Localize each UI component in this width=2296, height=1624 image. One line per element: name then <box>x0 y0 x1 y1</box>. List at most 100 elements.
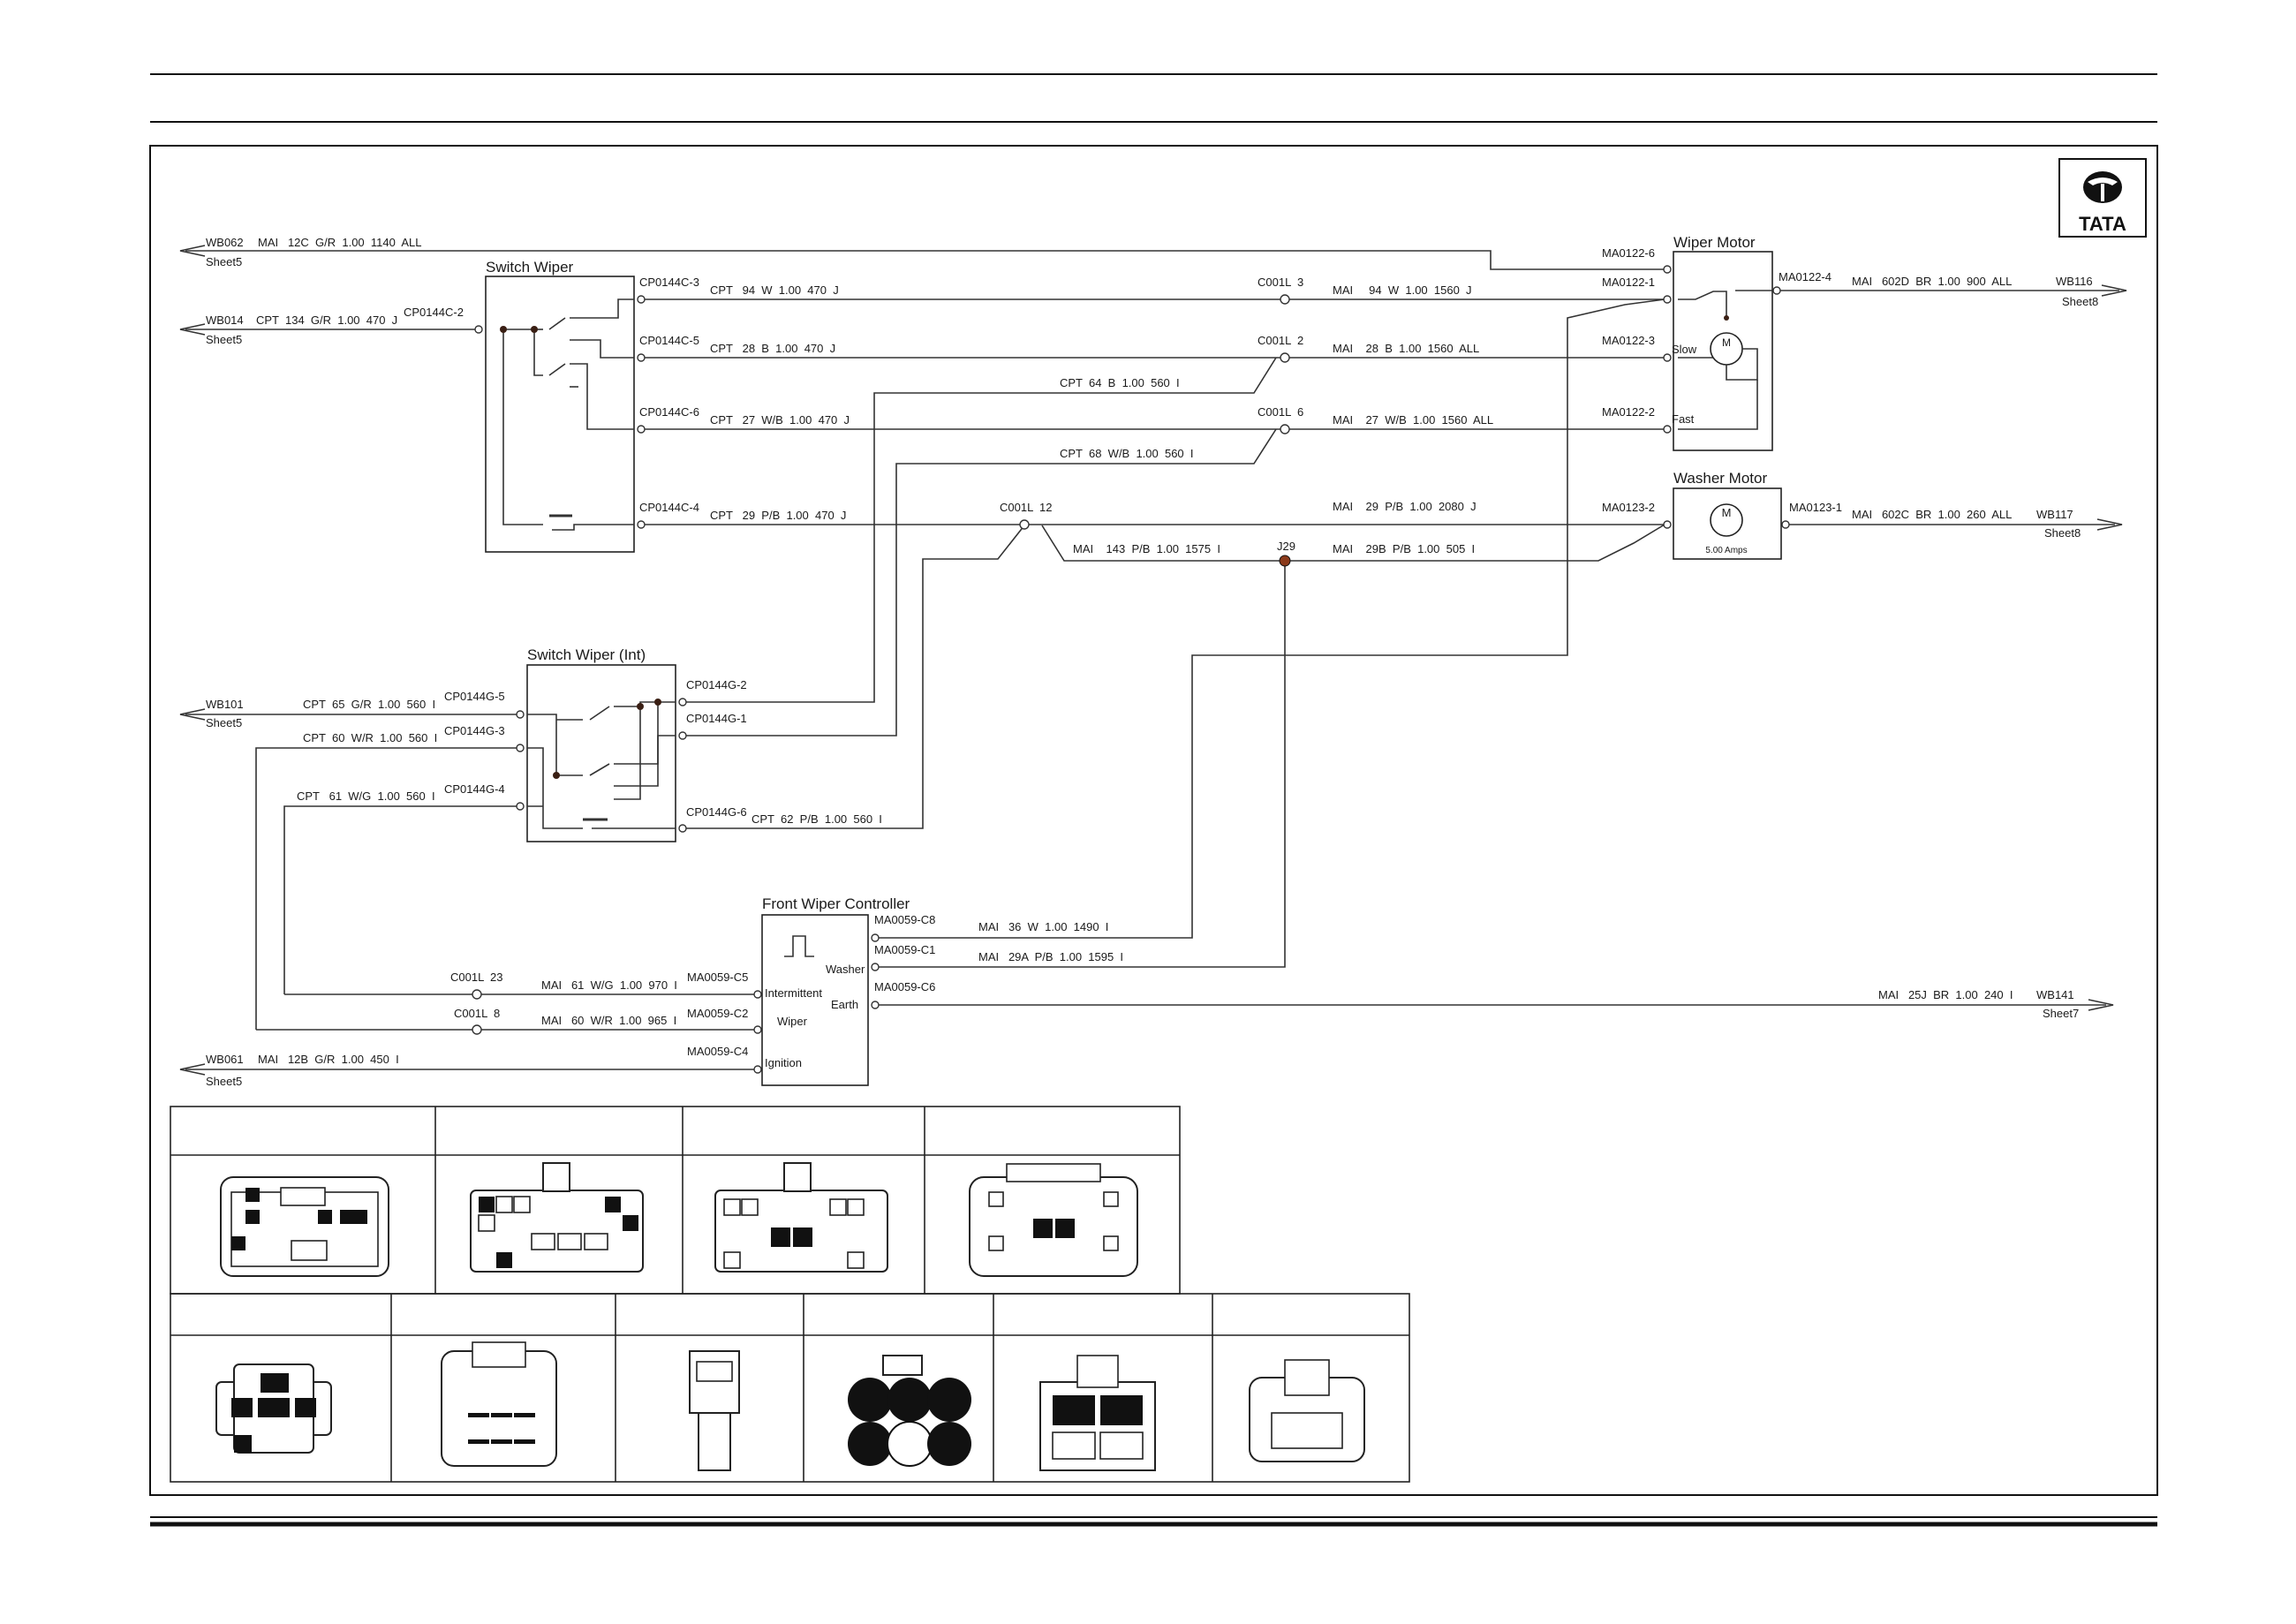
wire-mai61: MAI 61 W/G 1.00 970 I <box>541 978 677 992</box>
wb062-wire: MAI 12C G/R 1.00 1140 ALL <box>258 236 421 249</box>
washer-motor-rating: 5.00 Amps <box>1705 546 1747 555</box>
wire-cpt62: CPT 62 P/B 1.00 560 I <box>751 812 882 826</box>
wiper-motor-internals: M <box>1678 290 1772 430</box>
pin-ma0059-c2: MA0059-C2 <box>687 1007 748 1020</box>
wb116-wire: MAI 602D BR 1.00 900 ALL <box>1852 275 2012 288</box>
j29-splice <box>1279 555 1291 567</box>
controller-washer-label: Washer <box>826 963 865 976</box>
wire-mai143: MAI 143 P/B 1.00 1575 I <box>1073 542 1220 555</box>
pin-cp0144g-4: CP0144G-4 <box>444 782 505 796</box>
pin-cp0144c-3: CP0144C-3 <box>639 276 699 289</box>
drawing-frame <box>149 145 2158 1496</box>
wb141-wire: MAI 25J BR 1.00 240 I <box>1878 988 2013 1001</box>
wb101-sheet: Sheet5 <box>206 716 242 729</box>
wire-cpt29: CPT 29 P/B 1.00 470 J <box>710 509 846 522</box>
wire-labels: CPT 94 W 1.00 470 J MAI 94 W 1.00 1560 J… <box>297 283 1493 1027</box>
wire-cpt68: CPT 68 W/B 1.00 560 I <box>1060 447 1194 460</box>
pin-ma0123-2: MA0123-2 <box>1602 501 1655 514</box>
connector-drawing-2 <box>470 1162 644 1273</box>
switch-wiper-label: Switch Wiper <box>486 259 574 276</box>
wb117-wire: MAI 602C BR 1.00 260 ALL <box>1852 508 2012 521</box>
wb062-sheet: Sheet5 <box>206 255 242 268</box>
pin-cp0144g-3: CP0144G-3 <box>444 724 505 737</box>
pin-labels: CP0144C-2 CP0144C-3 CP0144C-5 CP0144C-6 … <box>404 246 1842 1058</box>
pin-cp0144g-2: CP0144G-2 <box>686 678 747 691</box>
washer-motor-symbol <box>1710 503 1743 537</box>
offsheet-arrows <box>179 245 2127 1076</box>
pin-ma0122-4: MA0122-4 <box>1779 270 1832 283</box>
wb117-sheet: Sheet8 <box>2044 526 2081 540</box>
wb014-id: WB014 <box>206 313 244 327</box>
pin-c001l-12: C001L 12 <box>1000 501 1053 514</box>
switch-wiper-int-label: Switch Wiper (Int) <box>527 646 646 663</box>
wiper-motor-slow-label: Slow <box>1672 343 1697 356</box>
switch-wiper-box <box>485 276 635 553</box>
pin-ma0122-2: MA0122-2 <box>1602 405 1655 419</box>
pin-cp0144g-5: CP0144G-5 <box>444 690 505 703</box>
wb014-sheet: Sheet5 <box>206 333 242 346</box>
wire-cpt94: CPT 94 W 1.00 470 J <box>710 283 839 297</box>
connector-drawing-1 <box>220 1176 389 1277</box>
wiper-motor-box <box>1673 251 1773 451</box>
wires <box>185 250 2119 1070</box>
wire-mai28: MAI 28 B 1.00 1560 ALL <box>1333 342 1479 355</box>
wire-mai36: MAI 36 W 1.00 1490 I <box>978 920 1108 933</box>
connector-drawing-8 <box>848 1355 971 1467</box>
connector-drawing-5 <box>215 1363 332 1454</box>
wb061-sheet: Sheet5 <box>206 1075 242 1088</box>
wire-mai60: MAI 60 W/R 1.00 965 I <box>541 1014 676 1027</box>
wire-cpt27: CPT 27 W/B 1.00 470 J <box>710 413 850 427</box>
pulse-icon <box>784 935 814 957</box>
connector-drawing-10 <box>1249 1359 1365 1462</box>
wire-mai29b: MAI 29B P/B 1.00 505 I <box>1333 542 1475 555</box>
washer-motor-m: M <box>1722 506 1732 519</box>
wb117-id: WB117 <box>2036 508 2073 521</box>
front-wiper-controller-label: Front Wiper Controller <box>762 895 910 912</box>
pin-c001l-8: C001L 8 <box>454 1007 500 1020</box>
pin-c001l-23: C001L 23 <box>450 971 503 984</box>
controller-intermittent-label: Intermittent <box>765 986 822 1000</box>
pin-ma0123-1: MA0123-1 <box>1789 501 1842 514</box>
pin-ma0059-c1: MA0059-C1 <box>874 943 935 956</box>
pin-cp0144c-2: CP0144C-2 <box>404 306 464 319</box>
pin-ma0059-c5: MA0059-C5 <box>687 971 748 984</box>
controller-wiper-label: Wiper <box>777 1015 808 1028</box>
switch-wiper-contacts <box>500 298 634 531</box>
connector-drawing-3 <box>714 1162 888 1273</box>
wire-cpt28: CPT 28 B 1.00 470 J <box>710 342 835 355</box>
wiper-motor-m: M <box>1722 336 1731 349</box>
pin-ma0059-c6: MA0059-C6 <box>874 980 935 993</box>
washer-motor-box <box>1673 487 1782 560</box>
wiper-motor-label: Wiper Motor <box>1673 234 1756 251</box>
pin-ma0059-c8: MA0059-C8 <box>874 913 935 926</box>
pin-cp0144g-1: CP0144G-1 <box>686 712 747 725</box>
wb141-sheet: Sheet7 <box>2043 1007 2079 1020</box>
controller-ignition-label: Ignition <box>765 1056 802 1069</box>
pin-ma0122-3: MA0122-3 <box>1602 334 1655 347</box>
pin-ma0122-1: MA0122-1 <box>1602 276 1655 289</box>
wb141-id: WB141 <box>2036 988 2074 1001</box>
wire-mai29: MAI 29 P/B 1.00 2080 J <box>1333 500 1477 513</box>
pin-terminals <box>472 265 1790 1074</box>
wb101-id: WB101 <box>206 698 244 711</box>
wb014-wire: CPT 134 G/R 1.00 470 J <box>256 313 397 327</box>
j29-label: J29 <box>1277 540 1295 553</box>
pin-ma0122-6: MA0122-6 <box>1602 246 1655 260</box>
connector-drawing-7 <box>689 1350 740 1471</box>
wire-cpt61: CPT 61 W/G 1.00 560 I <box>297 789 435 803</box>
tata-logo-text: TATA <box>2079 213 2126 235</box>
pin-cp0144c-5: CP0144C-5 <box>639 334 699 347</box>
tata-logo: TATA <box>2058 158 2147 238</box>
wb101-wire: CPT 65 G/R 1.00 560 I <box>303 698 435 711</box>
wiper-motor-fast-label: Fast <box>1672 412 1695 426</box>
pin-cp0144c-6: CP0144C-6 <box>639 405 699 419</box>
connector-drawing-4 <box>969 1163 1138 1277</box>
pin-cp0144c-4: CP0144C-4 <box>639 501 699 514</box>
wire-cpt64: CPT 64 B 1.00 560 I <box>1060 376 1180 389</box>
wb116-id: WB116 <box>2056 275 2093 288</box>
pin-c001l-2: C001L 2 <box>1258 334 1303 347</box>
wb062-id: WB062 <box>206 236 244 249</box>
washer-motor-label: Washer Motor <box>1673 470 1767 487</box>
connector-drawing-9 <box>1039 1355 1156 1471</box>
switch-wiper-int-contacts <box>527 699 676 829</box>
